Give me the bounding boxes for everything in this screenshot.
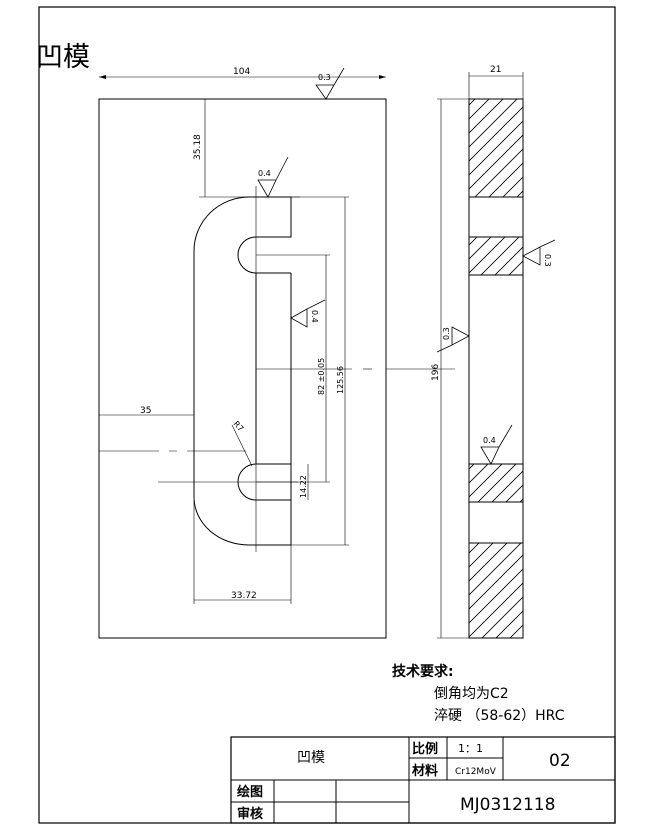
dim-arrow-right [379,75,386,79]
dim-width: 104 [233,67,250,77]
roughness-symbol-side-lower [480,424,513,465]
roughness-side-lower: 0.4 [483,436,496,445]
side-view-outline [468,98,524,639]
title-checked-by-label: 审核 [237,806,263,822]
side-view-hatch-upper [468,236,524,276]
roughness-slot-top: 0.4 [258,169,271,178]
dim-leader-radius [231,424,253,467]
tech-requirement-hardness: 淬硬 （58-62）HRC [434,708,565,724]
dim-center-distance: 82 ±0.05 [317,358,326,395]
roughness-symbol-slot-mid [290,299,326,328]
front-view-outline [98,98,387,639]
side-view-hatch-top [468,98,524,198]
tech-requirement-hardness-unit: HRC [535,708,565,724]
title-drawn-by-label: 绘图 [237,784,263,800]
dim-left-offset: 35 [140,406,151,416]
dim-thickness: 21 [490,65,501,75]
roughness-symbol-top [315,67,345,100]
tech-requirements-title: 技术要求: [392,663,454,680]
dim-height: 196 [431,364,441,381]
tech-requirement-chamfer: 倒角均为C2 [434,686,509,702]
roughness-slot-mid: 0.4 [310,310,319,323]
title-block [230,736,616,824]
roughness-symbol-side-right [522,239,556,266]
title-material-value: Cr12MoV [455,767,497,777]
dim-radius: R7 [232,419,246,433]
dim-arrow-left [99,75,106,79]
dim-slot-width: 33.72 [231,591,257,601]
title-sheet-number: 02 [549,751,571,771]
roughness-symbol-slot-top [257,156,289,198]
side-view-hatch-lower [468,463,524,503]
title-drawing-number: MJ0312118 [460,795,555,815]
roughness-side-left: 0.3 [442,327,451,340]
roughness-side-right: 0.3 [543,254,552,267]
roughness-symbol-side-left [436,326,470,353]
dim-small-offset: 14.22 [299,475,308,498]
roughness-top: 0.3 [318,73,331,82]
dim-slot-length: 125.56 [336,366,345,394]
dim-top-offset: 35.18 [193,134,203,160]
title-part-name: 凹模 [297,750,325,766]
side-view-hatch-bottom [468,542,524,639]
title-material-label: 材料 [412,763,438,779]
tech-requirement-hardness-range: 淬硬 （58-62） [434,708,535,724]
slot-outline [193,196,292,546]
title-scale-label: 比例 [412,741,438,757]
title-scale-value: 1：1 [458,742,483,755]
part-label: 凹模 [36,42,90,73]
